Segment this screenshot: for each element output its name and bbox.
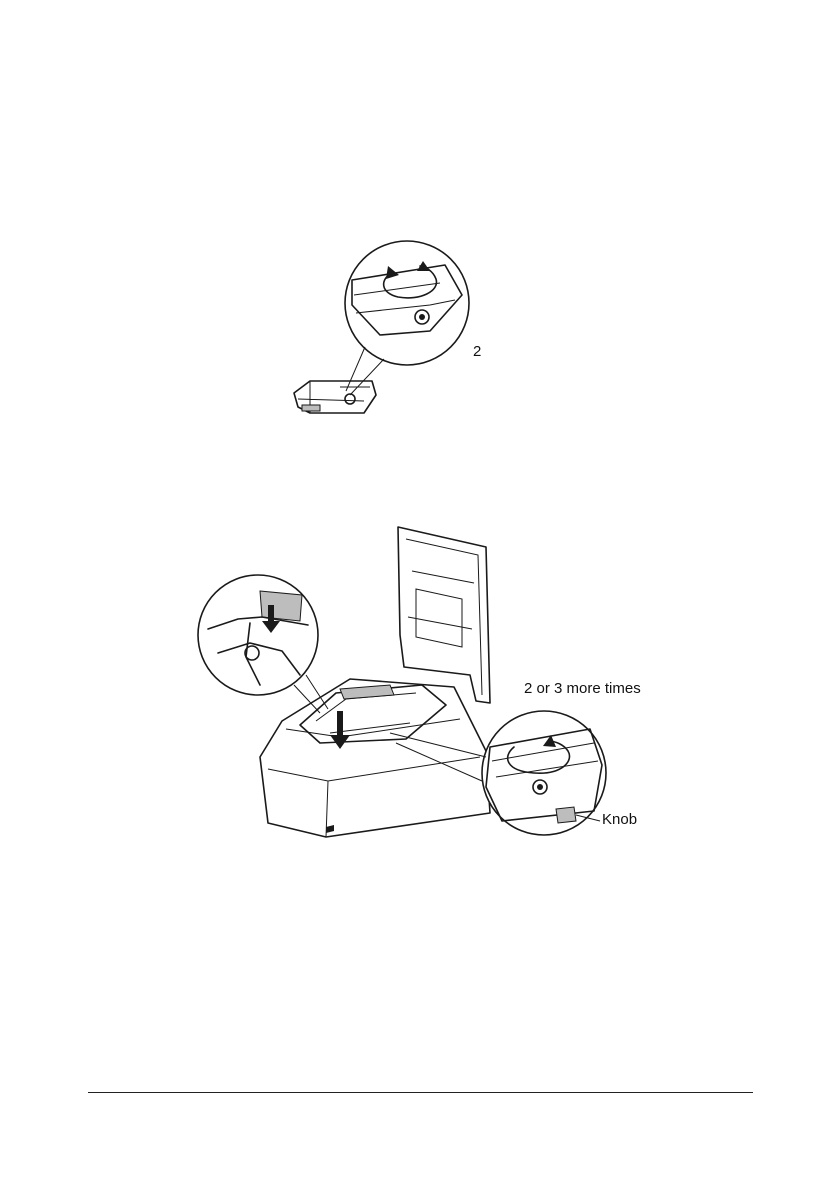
knob-rotation-callout — [345, 241, 469, 365]
footer-rule — [88, 1092, 753, 1093]
ribbon-cassette-figure — [280, 235, 500, 435]
knob-label: Knob — [602, 811, 637, 828]
repeat-instruction-label: 2 or 3 more times — [524, 680, 641, 697]
step-number-label: 2 — [473, 343, 481, 360]
ribbon-insert-callout — [198, 575, 318, 695]
knob-icon — [556, 807, 576, 823]
insert-down-arrow-icon — [330, 711, 350, 749]
